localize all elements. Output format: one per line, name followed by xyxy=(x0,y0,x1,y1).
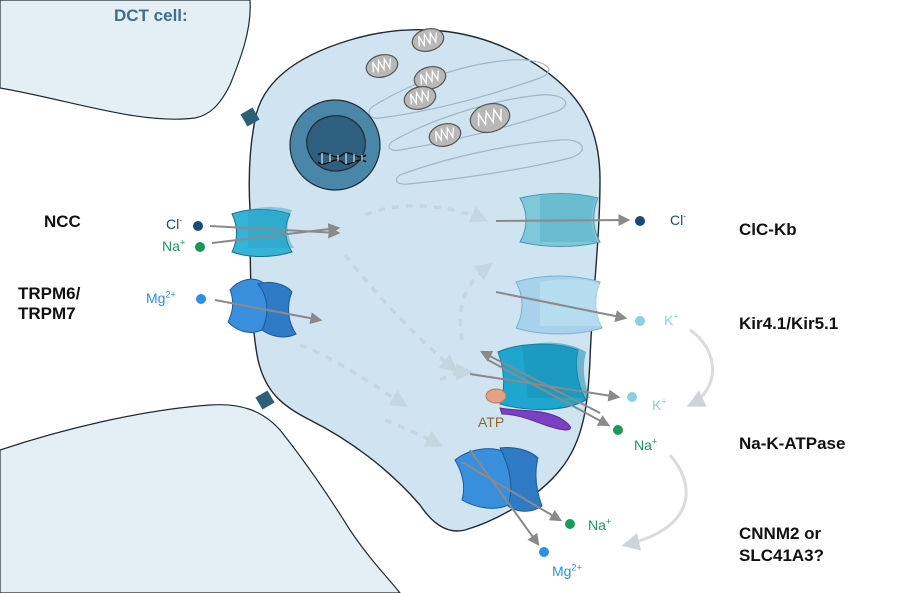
ion-label-na-nka: Na+ xyxy=(634,436,658,453)
na-ion-cnnm xyxy=(565,519,575,529)
diagram-title: DCT cell: xyxy=(114,6,188,25)
mg-ion-cnnm xyxy=(539,547,549,557)
atp-label: ATP xyxy=(478,414,505,430)
ion-label-na-left: Na+ xyxy=(162,237,186,254)
na-ion-nka xyxy=(613,425,623,435)
label-kir: Kir4.1/Kir5.1 xyxy=(739,314,839,333)
tight-junction-bottom xyxy=(255,390,275,410)
label-na-k-atpase: Na-K-ATPase xyxy=(739,434,846,453)
ion-label-k-nka: K+ xyxy=(652,396,667,413)
dna-icon xyxy=(317,152,367,158)
recycling-arrows xyxy=(621,328,714,551)
cl-ion-right xyxy=(635,216,645,226)
label-cnnm: CNNM2 or SLC41A3? xyxy=(739,524,825,565)
k-ion-nka xyxy=(627,392,637,402)
ion-label-k-kir: K+ xyxy=(664,311,679,328)
tight-junction-top xyxy=(240,107,260,127)
ion-label-mg-left: Mg2+ xyxy=(146,289,176,306)
label-ncc: NCC xyxy=(44,212,81,231)
ion-label-na-cnnm: Na+ xyxy=(588,516,612,533)
purple-subunit xyxy=(499,407,571,431)
k-ion-kir xyxy=(635,316,645,326)
neighbor-cell-bottom xyxy=(0,404,401,593)
nucleus xyxy=(289,99,381,191)
ion-label-cl-right: Cl- xyxy=(670,211,687,228)
transport-arrows xyxy=(209,214,631,546)
ion-label-mg-cnnm: Mg2+ xyxy=(552,562,582,579)
mitochondria xyxy=(365,27,511,148)
label-trpm: TRPM6/ TRPM7 xyxy=(18,284,81,323)
mg-ion-left xyxy=(196,294,206,304)
label-clc-kb: ClC-Kb xyxy=(739,220,797,239)
neighbor-cell-top xyxy=(0,0,251,120)
atp-molecule xyxy=(485,388,507,404)
cnnm-transporter xyxy=(454,447,543,512)
na-k-atpase xyxy=(485,342,590,431)
na-ion-left xyxy=(195,242,205,252)
intracellular-flux-arrows xyxy=(299,204,493,447)
ion-label-cl-left: Cl- xyxy=(166,215,183,232)
cl-ion-left xyxy=(193,221,203,231)
ncc-transporter xyxy=(231,207,294,257)
